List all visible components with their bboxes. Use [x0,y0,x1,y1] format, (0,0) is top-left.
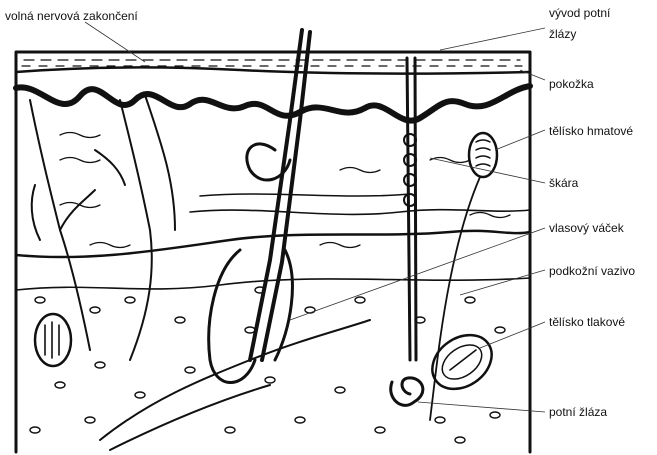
label-free-nerve-endings: volná nervová zakončení [5,9,138,23]
label-epidermis: pokožka [549,77,594,91]
sweat-gland [391,58,423,405]
label-dermis: škára [549,176,579,190]
label-pressure-corpuscle: tělísko tlakové [549,315,625,329]
epidermis-junction [16,86,530,121]
label-tactile-corpuscle: tělísko hmatové [549,124,633,138]
label-sweat-duct-line1: vývod potní [549,6,611,20]
leader-lines [85,22,545,412]
nerve-fibres [30,95,370,450]
label-sweat-gland: potní žláza [549,405,607,419]
label-subcutaneous-tissue: podkožní vazivo [549,264,635,278]
lower-left-corpuscle [35,314,71,366]
label-hair-follicle: vlasový váček [549,221,625,235]
label-sweat-duct-line2: žlázy [549,27,576,41]
hair-follicle [209,30,310,383]
